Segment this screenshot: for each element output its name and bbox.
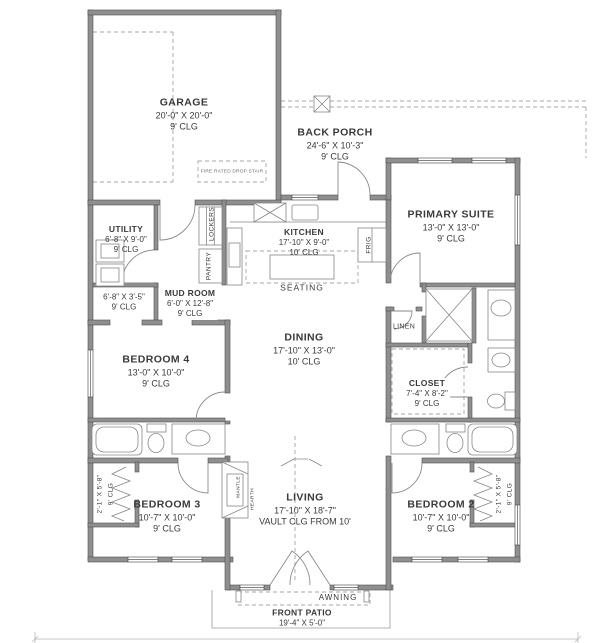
- window: [291, 194, 319, 201]
- front-door-left-leaf: [269, 550, 311, 586]
- firebox: [226, 473, 244, 507]
- bath3-toilet: [147, 433, 165, 453]
- window: [514, 194, 521, 246]
- primary-sink: [490, 299, 512, 317]
- fireplace-hatch: [221, 461, 249, 519]
- bedroom2-door: [391, 462, 423, 494]
- closet-rod-dash: [391, 348, 465, 415]
- window: [514, 504, 521, 546]
- fixtures: [91, 95, 518, 603]
- window: [239, 584, 265, 591]
- back-porch-label: BACK PORCH 24'-6" X 10'-3" 9' CLG: [297, 126, 373, 162]
- window: [457, 556, 489, 563]
- bath2-tub-inner: [471, 426, 514, 453]
- shower-x: [425, 288, 473, 342]
- bedroom3-door: [177, 462, 209, 494]
- locker-dividers: [206, 207, 215, 245]
- front-door-right-leaf: [289, 550, 331, 586]
- bedroom4-door: [195, 391, 226, 422]
- utility-label: UTILITY 6'-8" X 9'-0" 9' CLG: [105, 224, 147, 255]
- window: [127, 556, 159, 563]
- bed2-closet-dims: 2'-1" X 5'-8": [495, 474, 503, 514]
- bed2-closet-clg: 9' CLG: [506, 482, 514, 506]
- pantry-cabinet: [198, 248, 223, 284]
- mantle-label: MANTLE: [236, 476, 242, 498]
- bed3-closet-dims: 2'-1" X 5'-8": [96, 474, 104, 514]
- fire-stair-dash-box: [197, 160, 267, 183]
- bed3-closet-rod: [110, 466, 132, 522]
- window: [333, 584, 359, 591]
- hall-label: 6'-8" X 3'-5" 9' CLG: [103, 292, 145, 312]
- linen-door: [393, 310, 413, 330]
- bed2-closet-rod: [472, 466, 494, 522]
- garage-label: GARAGE 20'-0" X 20'-0" 9' CLG: [155, 96, 213, 132]
- hearth-label: HEARTH: [250, 487, 256, 511]
- pantry-label: PANTRY: [205, 251, 213, 281]
- bedroom4-label: BEDROOM 4 13'-0" X 10'-0" 9' CLG: [122, 353, 190, 389]
- bath2-sink: [401, 429, 427, 447]
- dining-label: DINING 17'-10" X 13'-0" 10' CLG: [273, 331, 335, 367]
- front-patio-label: FRONT PATIO 19'-4" X 5'-0": [272, 607, 332, 628]
- living-label: LIVING 17'-10" X 18'-7" VAULT CLG FROM 1…: [259, 491, 351, 527]
- primary-toilet-tank: [504, 391, 516, 411]
- lockers-label: LOCKERS: [208, 207, 216, 241]
- garage-mudroom-door: [159, 204, 196, 241]
- island-overhang-dash: [245, 250, 359, 284]
- bath3-tub-inner: [95, 426, 139, 453]
- bed3-closet-clg: 9' CLG: [107, 482, 115, 506]
- dryer-inner: [100, 267, 120, 283]
- dashed-roof-lines: [93, 31, 588, 606]
- fridge-label: FRIG: [365, 236, 373, 254]
- vault-ridge-marks: [280, 458, 323, 467]
- bath2-toilet-tank: [445, 423, 466, 433]
- patio-outline: [211, 590, 391, 629]
- primary-suite-door: [389, 252, 421, 284]
- primary-toilet: [487, 393, 505, 409]
- fire-stair-note: FIRE RATED DROP STAIR: [200, 169, 264, 174]
- range-x: [253, 202, 287, 223]
- window: [417, 157, 453, 164]
- bath2-toilet: [446, 433, 464, 453]
- window: [411, 556, 443, 563]
- window: [171, 556, 203, 563]
- closet-label: CLOSET 7'-4" X 8'-2" 9' CLG: [404, 378, 450, 410]
- washer-inner: [100, 243, 120, 259]
- garage-ceiling-dash: [93, 31, 174, 183]
- primary-suite-label: PRIMARY SUITE 13'-0" X 13'-0" 9' CLG: [407, 208, 495, 244]
- window: [87, 349, 94, 398]
- primary-sink2: [491, 352, 511, 368]
- bath3-sink: [185, 429, 211, 447]
- bedroom3-label: BEDROOM 3 10'-7" X 10'-0" 9' CLG: [133, 498, 201, 534]
- bath3-toilet-tank: [146, 423, 167, 433]
- awning-label: AWNING: [316, 592, 360, 604]
- window: [471, 157, 507, 164]
- dimension-lines: [31, 632, 582, 643]
- doors: [121, 161, 469, 586]
- porch-column-x: [313, 95, 331, 113]
- linen-label: LINEN: [392, 323, 416, 331]
- awning-post: [363, 590, 370, 603]
- lockers-cabinet: [198, 206, 223, 246]
- windows: [87, 157, 521, 591]
- kitchen-island: [269, 254, 335, 280]
- wall-oven: [228, 242, 241, 268]
- porch-door: [337, 161, 371, 196]
- kitchen-sink: [291, 204, 319, 221]
- kitchen-label: KITCHEN 17'-10" X 9'-0" 10' CLG: [278, 227, 330, 258]
- seating-label: SEATING: [280, 282, 324, 293]
- front-patio-slab: [211, 590, 391, 629]
- bedroom2-label: BEDROOM 2 10'-7" X 10'-0" 9' CLG: [407, 498, 475, 534]
- mud-room-label: MUD ROOM 6'-0" X 12'-8" 9' CLG: [162, 288, 218, 320]
- awning-post: [235, 590, 242, 603]
